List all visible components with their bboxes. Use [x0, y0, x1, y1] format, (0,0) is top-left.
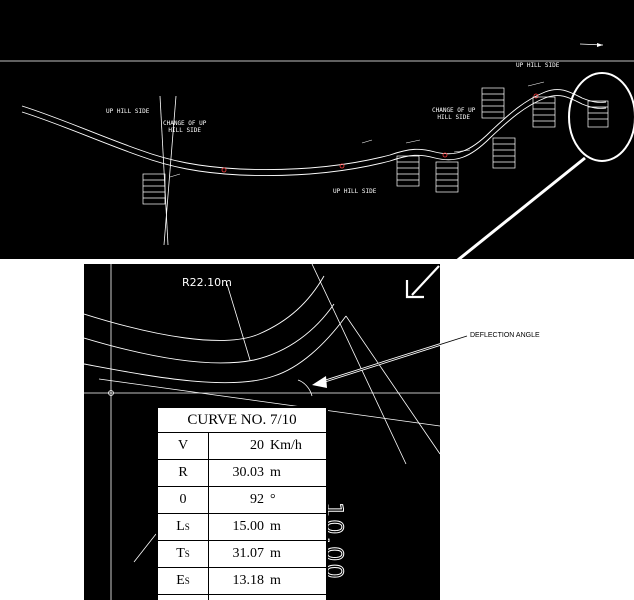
symbol-letter: L [176, 519, 185, 534]
symbol-letter: R [178, 465, 188, 480]
curve-line-middle [84, 303, 335, 364]
curve-parameter-symbol: V [158, 433, 209, 459]
value-unit: m [270, 465, 281, 480]
curve-parameter-value: 30.03 m [209, 460, 326, 486]
marker-red-3 [442, 152, 448, 158]
incoming-arrow-head-icon [405, 280, 424, 299]
curve-parameter-value: 92 ° [209, 487, 326, 513]
value-unit: m [270, 519, 281, 534]
curve-parameter-value: 31.07 m [209, 541, 326, 567]
curve-table-continuation [158, 595, 209, 600]
marker-red-1 [221, 167, 227, 173]
marker-red-2 [339, 163, 345, 169]
value-number: 15.00 [232, 519, 265, 534]
value-number: 31.07 [232, 546, 265, 561]
curve-table-title: CURVE NO. 7/10 [158, 408, 326, 433]
table-row: 0 92 ° [158, 487, 326, 514]
label-change-of-up-hill-side-1: CHANGE OF UP HILL SIDE [163, 120, 207, 134]
section-line-1 [159, 95, 169, 246]
value-number: 92 [250, 492, 264, 507]
value-unit: Km/h [270, 438, 302, 453]
table-row: V 20 Km/h [158, 433, 326, 460]
value-number: 13.18 [232, 573, 265, 588]
detail-tick [133, 533, 157, 563]
curve-detail-drawing [84, 264, 440, 600]
baseline-node [108, 390, 114, 396]
value-unit: m [270, 573, 281, 588]
tangent-line-3 [345, 315, 440, 455]
curve-parameter-symbol: R [158, 460, 209, 486]
label-up-hill-side-bottom: UP HILL SIDE [333, 188, 377, 195]
value-number: 20 [250, 438, 264, 453]
label-up-hill-side-top: UP HILL SIDE [516, 62, 560, 69]
marker-red-4 [533, 93, 539, 99]
label-up-hill-side-left: UP HILL SIDE [106, 108, 150, 115]
table-row: R 30.03 m [158, 460, 326, 487]
value-unit: m [270, 546, 281, 561]
alignment-drawing [0, 43, 634, 259]
road-edge-right [21, 95, 607, 176]
symbol-subscript: S [184, 522, 190, 532]
leader-ticks [169, 81, 545, 178]
label-change-of-up-hill-side-2: CHANGE OF UP HILL SIDE [432, 107, 476, 121]
value-unit: ° [270, 492, 276, 507]
symbol-letter: E [176, 573, 185, 588]
road-alignment-overview: UP HILL SIDE CHANGE OF UP HILL SIDE CHAN… [0, 0, 634, 259]
curve-line-inner [84, 315, 347, 384]
symbol-letter: T [176, 546, 185, 561]
deflection-arc [297, 379, 313, 397]
symbol-subscript: S [184, 576, 190, 586]
symbol-letter: 0 [179, 492, 187, 507]
symbol-letter: V [177, 438, 189, 453]
curve-parameter-value: 15.00 m [209, 514, 326, 540]
value-number: 30.03 [232, 465, 265, 480]
curve-line-outer [84, 275, 325, 341]
deflection-angle-label: DEFLECTION ANGLE [470, 332, 540, 339]
road-edge-left [21, 89, 607, 170]
curve-table-thumbnails [142, 87, 609, 205]
zoom-leader-arrow [456, 156, 586, 259]
symbol-subscript: S [184, 549, 190, 559]
highlight-ellipse [568, 72, 634, 162]
section-line-2 [163, 95, 177, 246]
incoming-arrow [411, 265, 440, 296]
curve-parameter-value: 20 Km/h [209, 433, 326, 459]
radius-leader [226, 283, 251, 361]
tangent-line-1 [98, 378, 440, 427]
curve-parameter-symbol: 0 [158, 487, 209, 513]
radius-label: R22.10m [182, 276, 232, 289]
curve-parameter-value: 13.18 m [209, 568, 326, 594]
north-arrow-head-icon [597, 43, 603, 47]
